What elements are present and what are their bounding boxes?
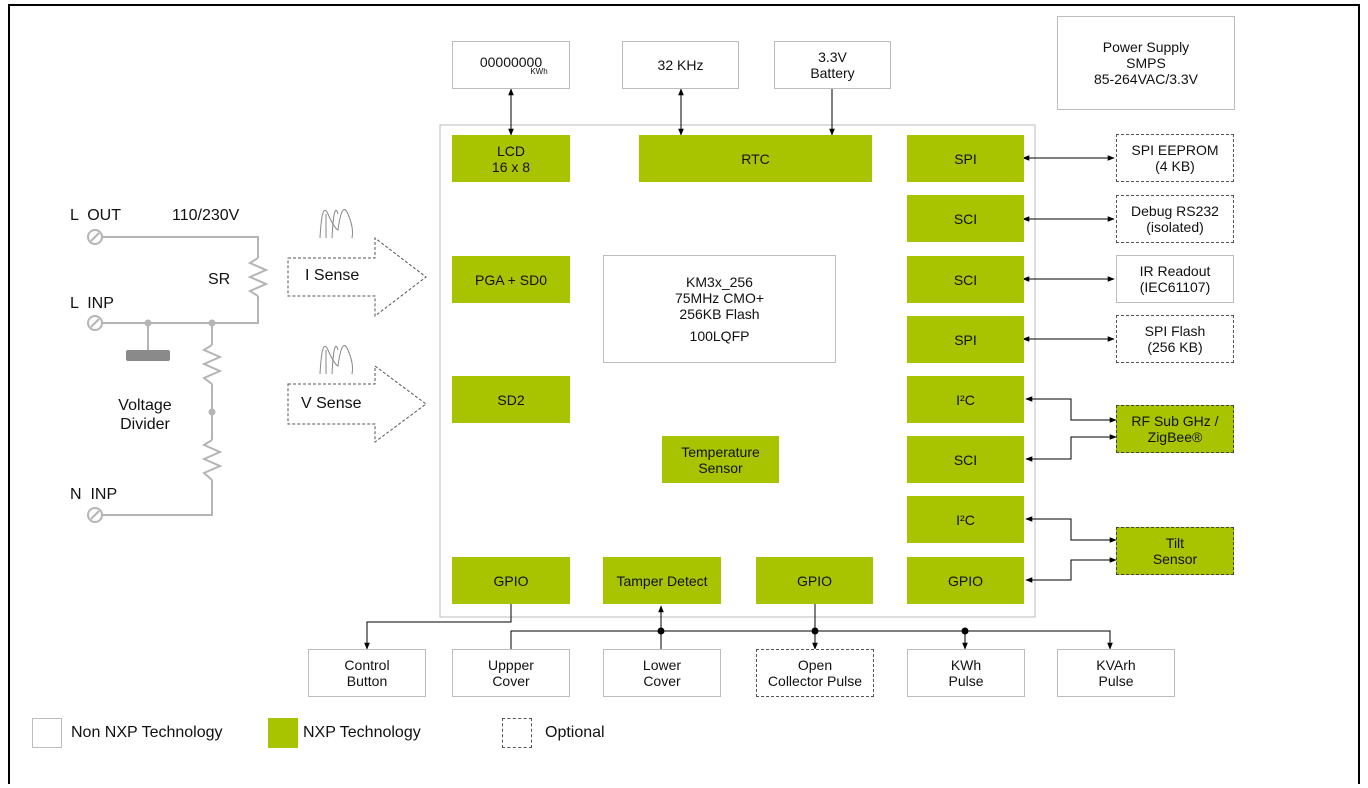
- gpio-left-block: GPIO: [452, 557, 570, 604]
- voltage-label: 110/230V: [172, 207, 240, 224]
- gpio-mid-block: GPIO: [756, 557, 873, 604]
- gpio-right-block: GPIO: [907, 557, 1024, 604]
- i2c-block-1: I²C: [907, 376, 1024, 423]
- legend-nxp-label: NXP Technology: [303, 724, 421, 741]
- debug-rs232-box: Debug RS232 (isolated): [1116, 195, 1234, 243]
- mcu-core-box: KM3x_256 75MHz CMO+ 256KB Flash 100LQFP: [603, 255, 836, 363]
- voltage-divider-label: Voltage Divider: [118, 397, 172, 433]
- power-supply-box: Power Supply SMPS 85-264VAC/3.3V: [1057, 16, 1235, 110]
- i-sense-label: I Sense: [305, 267, 360, 284]
- ir-readout-box: IR Readout (IEC61107): [1116, 255, 1234, 303]
- front-end-circuit: [87, 229, 269, 523]
- tilt-sensor-box: Tilt Sensor: [1116, 527, 1234, 575]
- temperature-sensor-block: Temperature Sensor: [662, 436, 779, 483]
- wire-tamper: [510, 630, 815, 649]
- wire-tilt-gpio: [1025, 557, 1117, 583]
- spi-eeprom-box: SPI EEPROM (4 KB): [1116, 134, 1234, 182]
- open-collector-box: Open Collector Pulse: [756, 649, 874, 697]
- mcu-flash: 256KB Flash: [679, 306, 760, 322]
- upper-cover-box: Uppper Cover: [452, 649, 570, 697]
- tamper-detect-block: Tamper Detect: [603, 557, 721, 604]
- sci-block-3: SCI: [907, 436, 1024, 483]
- sci-block-2: SCI: [907, 256, 1024, 303]
- i2c-block-2: I²C: [907, 496, 1024, 543]
- kvarh-pulse-box: KVArh Pulse: [1057, 649, 1175, 697]
- legend-optional-label: Optional: [545, 724, 605, 741]
- diagram-frame: [8, 4, 1360, 784]
- sd2-block: SD2: [452, 376, 570, 423]
- mcu-outline: [439, 124, 1036, 618]
- kwh-pulse-box: KWh Pulse: [907, 649, 1025, 697]
- spi-block-2: SPI: [907, 316, 1024, 363]
- legend-optional-swatch: [502, 718, 532, 748]
- lcd-block: LCD 16 x 8: [452, 135, 570, 182]
- mcu-name: KM3x_256: [686, 274, 753, 290]
- spi-block-1: SPI: [907, 135, 1024, 182]
- battery-box: 3.3V Battery: [774, 41, 891, 89]
- lcd-display-box: 00000000 KWh: [452, 41, 570, 89]
- rtc-block: RTC: [639, 135, 872, 182]
- n-inp-label: N INP: [70, 486, 118, 503]
- rf-zigbee-box: RF Sub GHz / ZigBee®: [1116, 405, 1234, 453]
- control-button-box: Control Button: [308, 649, 426, 697]
- mcu-clock: 75MHz CMO+: [674, 290, 765, 306]
- l-inp-label: L INP: [70, 295, 114, 312]
- i-sense-arrow: [287, 236, 427, 318]
- v-sense-arrow: [287, 365, 427, 443]
- pga-sd0-block: PGA + SD0: [452, 256, 570, 303]
- sci-block-1: SCI: [907, 195, 1024, 242]
- lcd-unit: KWh: [530, 67, 548, 76]
- wire-tilt-i2c: [1025, 516, 1117, 543]
- mcu-package: 100LQFP: [689, 328, 750, 344]
- wire-rf-sci: [1025, 434, 1117, 462]
- lcd-digits: 00000000: [479, 54, 543, 70]
- lower-cover-box: Lower Cover: [603, 649, 721, 697]
- spi-flash-box: SPI Flash (256 KB): [1116, 315, 1234, 363]
- legend-non-nxp-swatch: [32, 718, 62, 748]
- sr-label: SR: [208, 271, 231, 288]
- legend-nxp-swatch: [268, 718, 298, 748]
- wire-rf-i2c: [1025, 396, 1117, 423]
- v-sense-label: V Sense: [301, 395, 362, 412]
- legend-non-nxp-label: Non NXP Technology: [71, 724, 223, 741]
- crystal-box: 32 KHz: [622, 41, 739, 89]
- wire-control: [364, 604, 512, 650]
- l-out-label: L OUT: [70, 207, 121, 224]
